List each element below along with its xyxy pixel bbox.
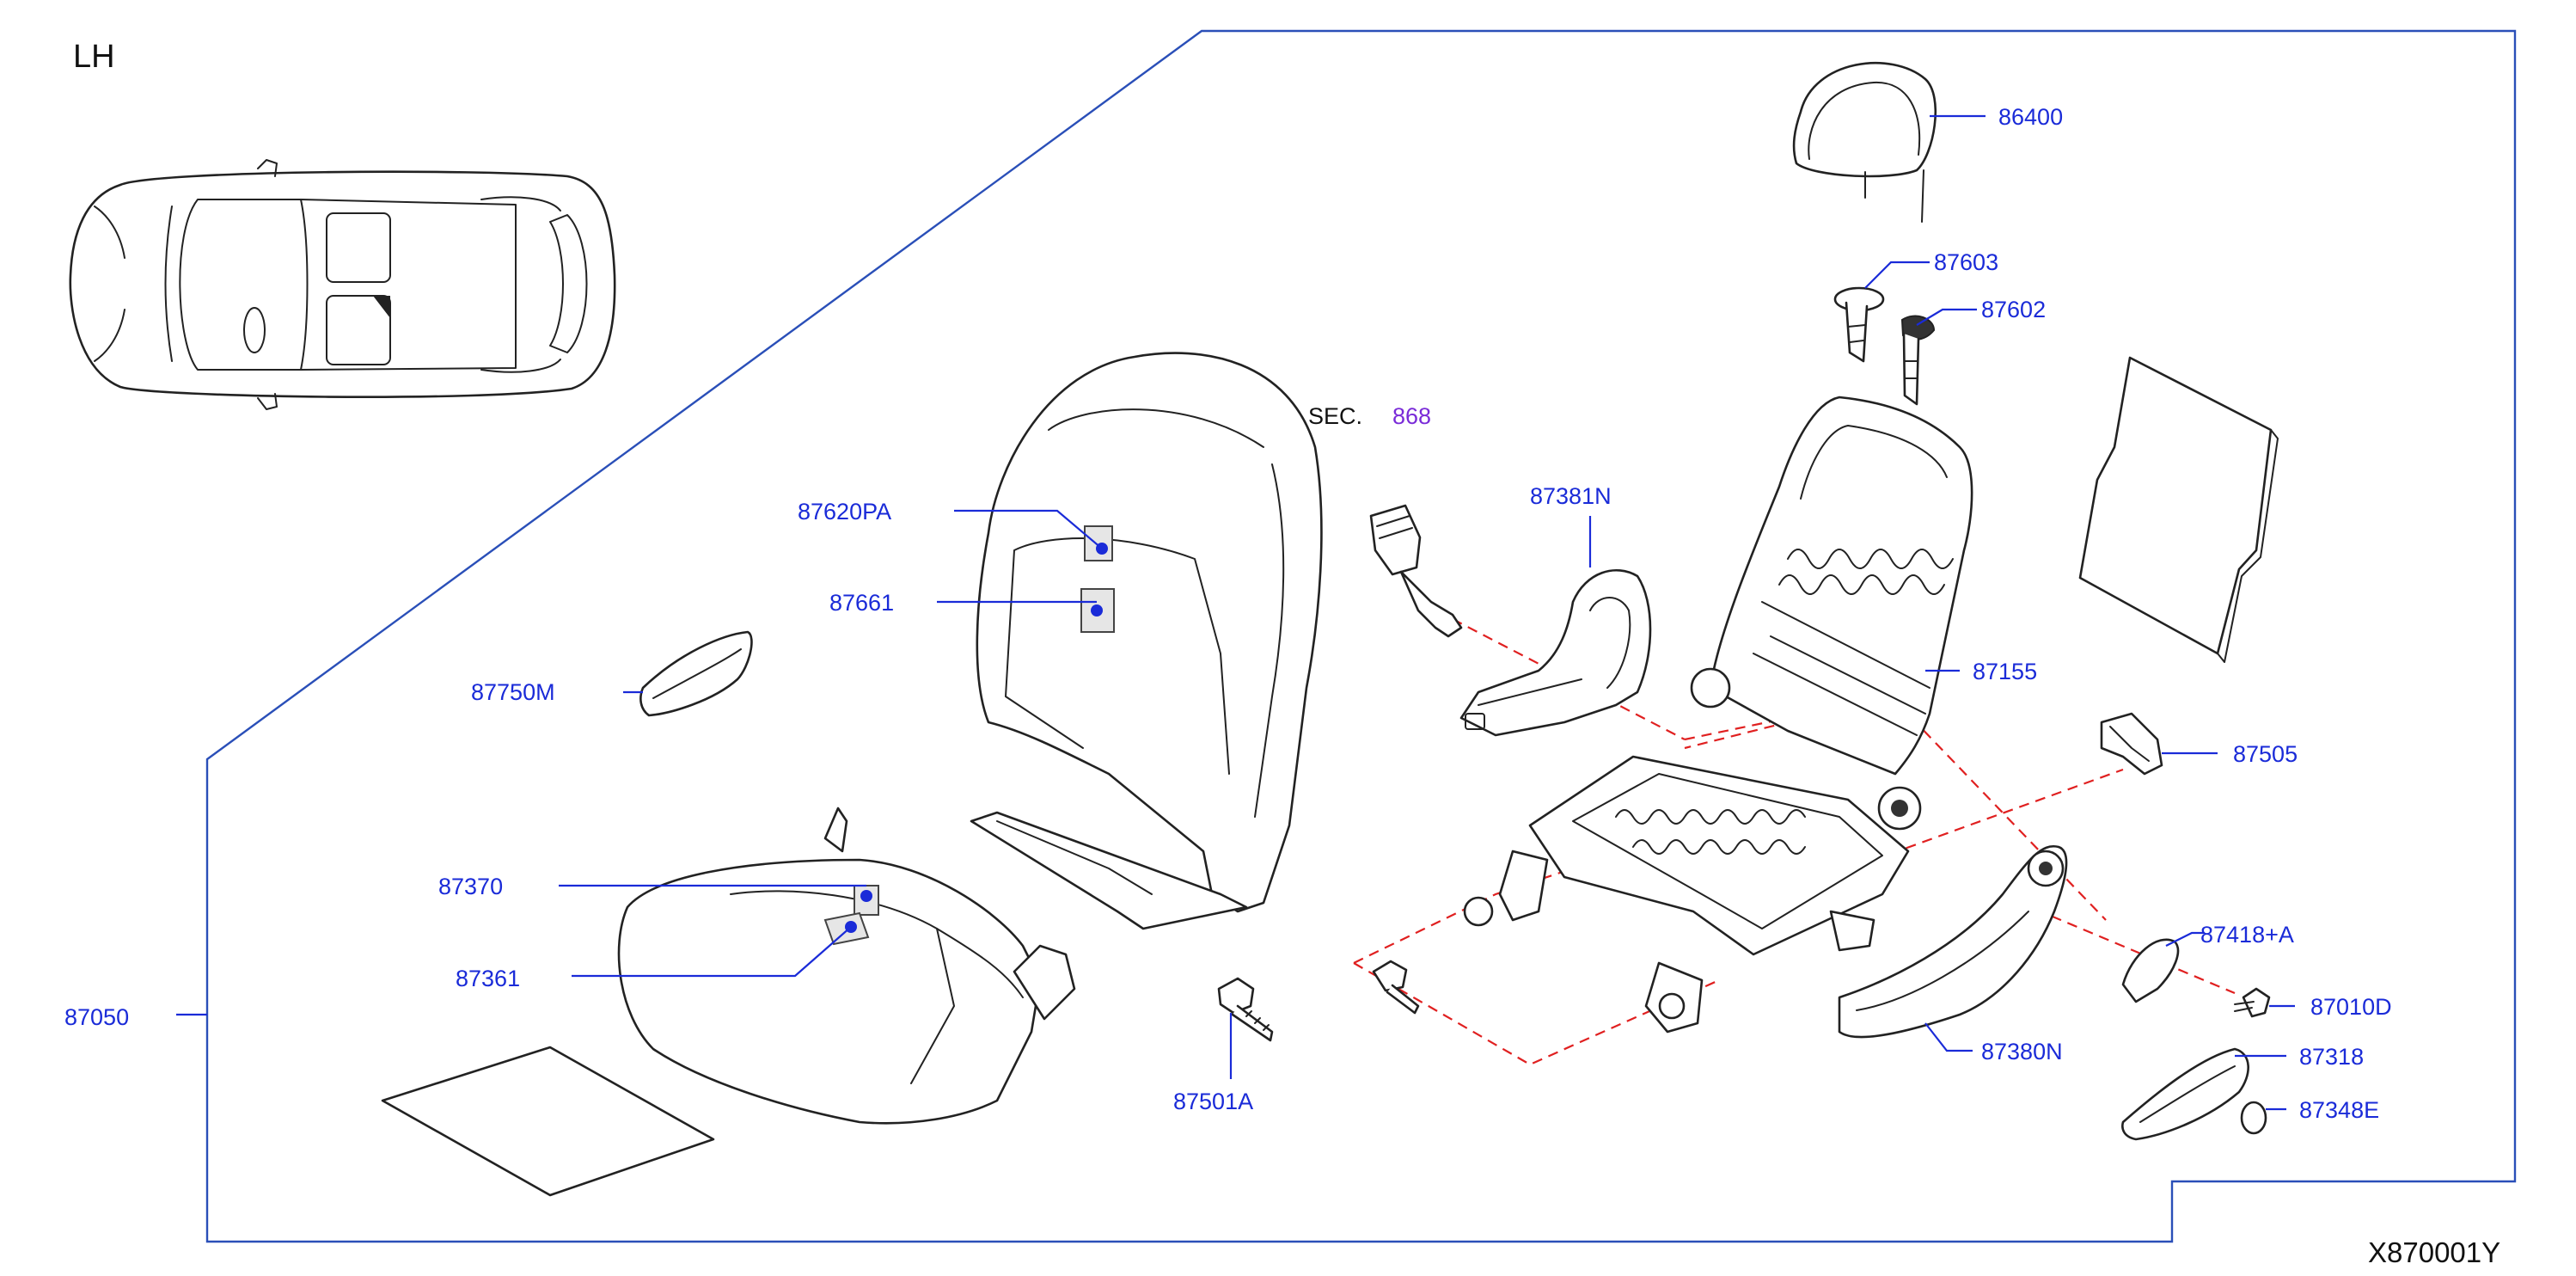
part-label-87050[interactable]: 87050 <box>64 1004 129 1030</box>
car-top-view-icon <box>69 159 616 410</box>
part-label-87010D[interactable]: 87010D <box>2310 994 2392 1020</box>
seat-back-trim-part[interactable] <box>970 352 1323 930</box>
part-label-87418A[interactable]: 87418+A <box>2200 922 2294 948</box>
part-label-87348E[interactable]: 87348E <box>2299 1097 2379 1123</box>
diagram-code: X870001Y <box>2368 1236 2500 1268</box>
part-label-87370[interactable]: 87370 <box>438 874 503 899</box>
recliner-outer-cover-part[interactable] <box>1838 844 2068 1039</box>
bolt-87010D-part[interactable] <box>2234 987 2271 1018</box>
recliner-inner-cover-part[interactable] <box>1459 569 1652 737</box>
part-label-87620PA[interactable]: 87620PA <box>798 499 891 525</box>
view-side-label: LH <box>73 39 115 75</box>
part-label-87602[interactable]: 87602 <box>1981 297 2046 322</box>
part-label-87155[interactable]: 87155 <box>1973 659 2037 684</box>
hinge-cover-part[interactable] <box>2100 712 2163 776</box>
section-ref-prefix: SEC. <box>1308 403 1362 429</box>
part-label-87505[interactable]: 87505 <box>2233 741 2298 767</box>
recliner-lever-part[interactable] <box>2121 1047 2249 1141</box>
part-label-87318[interactable]: 87318 <box>2299 1044 2364 1070</box>
headrest-guide-part[interactable] <box>1833 286 1885 363</box>
part-label-86400[interactable]: 86400 <box>1998 104 2063 130</box>
side-trim-part[interactable] <box>639 630 753 717</box>
lever-cap-part[interactable] <box>2240 1101 2267 1135</box>
part-label-87380N[interactable]: 87380N <box>1981 1039 2063 1064</box>
seat-cushion-frame-part[interactable] <box>1463 755 1910 1034</box>
part-label-87750M[interactable]: 87750M <box>471 679 555 705</box>
seat-mounting-bolt-part[interactable] <box>1217 960 1420 1042</box>
part-label-87381N[interactable]: 87381N <box>1530 483 1612 509</box>
part-label-87603[interactable]: 87603 <box>1934 249 1998 275</box>
part-label-87361[interactable]: 87361 <box>456 966 520 991</box>
headrest-guide-lock-part[interactable] <box>1900 315 1936 406</box>
headrest-part[interactable] <box>1792 62 1937 223</box>
leader-lines <box>176 114 2295 1111</box>
seat-back-board-part[interactable] <box>2078 356 2279 663</box>
seat-cushion-trim-part[interactable] <box>617 807 1076 1125</box>
seat-back-frame-part[interactable] <box>1690 396 1973 831</box>
part-label-87661[interactable]: 87661 <box>829 590 894 616</box>
section-ref-link[interactable]: 868 <box>1392 403 1431 429</box>
seat-cushion-pad-part[interactable] <box>381 1046 715 1197</box>
part-label-87501A[interactable]: 87501A <box>1173 1089 1253 1114</box>
assembly-boundary-frame <box>205 29 2517 1243</box>
seat-belt-buckle-part[interactable] <box>1369 504 1463 638</box>
